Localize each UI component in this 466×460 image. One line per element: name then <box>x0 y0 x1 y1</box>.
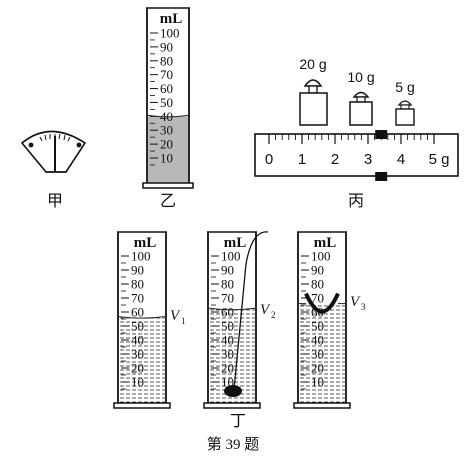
scale-label: 50 <box>131 319 144 334</box>
unit-label: mL <box>314 235 337 251</box>
scale-label: 60 <box>221 305 234 320</box>
weight-label-10g: 10 g <box>347 69 374 85</box>
scale-label: 50 <box>221 319 234 334</box>
scale-label: 30 <box>311 347 324 362</box>
v1-subscript: 1 <box>181 316 186 326</box>
scale-label: 30 <box>221 347 234 362</box>
scale-label: 30 <box>131 347 144 362</box>
weight-20g-knob <box>303 79 323 87</box>
weight-10g <box>349 101 373 126</box>
scale-label: 100 <box>131 249 151 264</box>
scale-label: 70 <box>311 291 324 306</box>
weight-label-20g: 20 g <box>299 56 326 72</box>
label-ding: 丁 <box>230 413 246 430</box>
scale-label: 100 <box>160 26 180 41</box>
scale-label: 90 <box>131 263 144 278</box>
weight-10g-knob <box>352 91 370 98</box>
label-yi: 乙 <box>160 193 176 210</box>
ruler: 0 1 2 3 4 5 g <box>254 130 459 181</box>
thread <box>233 231 269 391</box>
scale-label: 40 <box>131 333 144 348</box>
scale-label: 60 <box>131 305 144 320</box>
scale-label: 60 <box>160 81 173 96</box>
weight-label-5g: 5 g <box>395 79 414 95</box>
ruler-tick-label: 2 <box>331 151 339 168</box>
ruler-tick-label: 3 <box>364 151 372 168</box>
scale-label: 40 <box>221 333 234 348</box>
balance-dial <box>20 130 87 173</box>
scale-label: 100 <box>221 249 241 264</box>
label-bing: 丙 <box>348 193 364 210</box>
label-jia: 甲 <box>47 193 63 210</box>
floating-object <box>304 292 340 314</box>
v1-label: V <box>170 308 181 324</box>
scale-label: 10 <box>131 375 144 390</box>
rider-bottom <box>375 172 388 181</box>
unit-label: mL <box>160 11 183 27</box>
scale-label: 90 <box>160 39 173 54</box>
scale-label: 30 <box>160 123 173 138</box>
scale-label: 10 <box>311 375 324 390</box>
scale-label: 70 <box>160 67 173 82</box>
scale-label: 40 <box>311 333 324 348</box>
scale-label: 10 <box>160 151 173 166</box>
scale-label: 80 <box>311 277 324 292</box>
ruler-tick-label: 5 g <box>429 151 450 168</box>
scale-label: 90 <box>311 263 324 278</box>
scale-label: 80 <box>221 277 234 292</box>
scale-label: 80 <box>131 277 144 292</box>
liquid <box>119 317 165 403</box>
scale-label: 50 <box>311 319 324 334</box>
weight-5g <box>395 108 415 126</box>
v3-label: V <box>350 294 361 310</box>
scale-label: 100 <box>311 249 331 264</box>
ruler-tick-label: 0 <box>265 151 273 168</box>
ruler-body <box>254 133 459 177</box>
scale-label: 70 <box>131 291 144 306</box>
scale-label: 70 <box>221 291 234 306</box>
unit-label: mL <box>224 235 247 251</box>
figure-caption: 第 39 题 <box>207 435 260 453</box>
v2-subscript: 2 <box>271 310 276 320</box>
scale-label: 20 <box>160 137 173 152</box>
ruler-tick-label: 1 <box>298 151 306 168</box>
liquid <box>299 303 345 403</box>
rider-top <box>375 130 388 139</box>
scale-label: 20 <box>221 361 234 376</box>
scale-label: 90 <box>221 263 234 278</box>
scale-label: 20 <box>131 361 144 376</box>
v3-subscript: 3 <box>361 302 366 312</box>
ruler-tick-label: 4 <box>397 151 405 168</box>
scale-label: 80 <box>160 53 173 68</box>
weights: 20 g 10 g 5 g <box>299 56 415 126</box>
weight-20g <box>299 92 328 126</box>
liquid <box>148 116 188 183</box>
sinker-object <box>224 385 242 397</box>
scale-label: 20 <box>311 361 324 376</box>
scale-label: 50 <box>160 95 173 110</box>
weight-5g-knob <box>397 100 413 106</box>
unit-label: mL <box>134 235 157 251</box>
v2-label: V <box>260 302 271 318</box>
